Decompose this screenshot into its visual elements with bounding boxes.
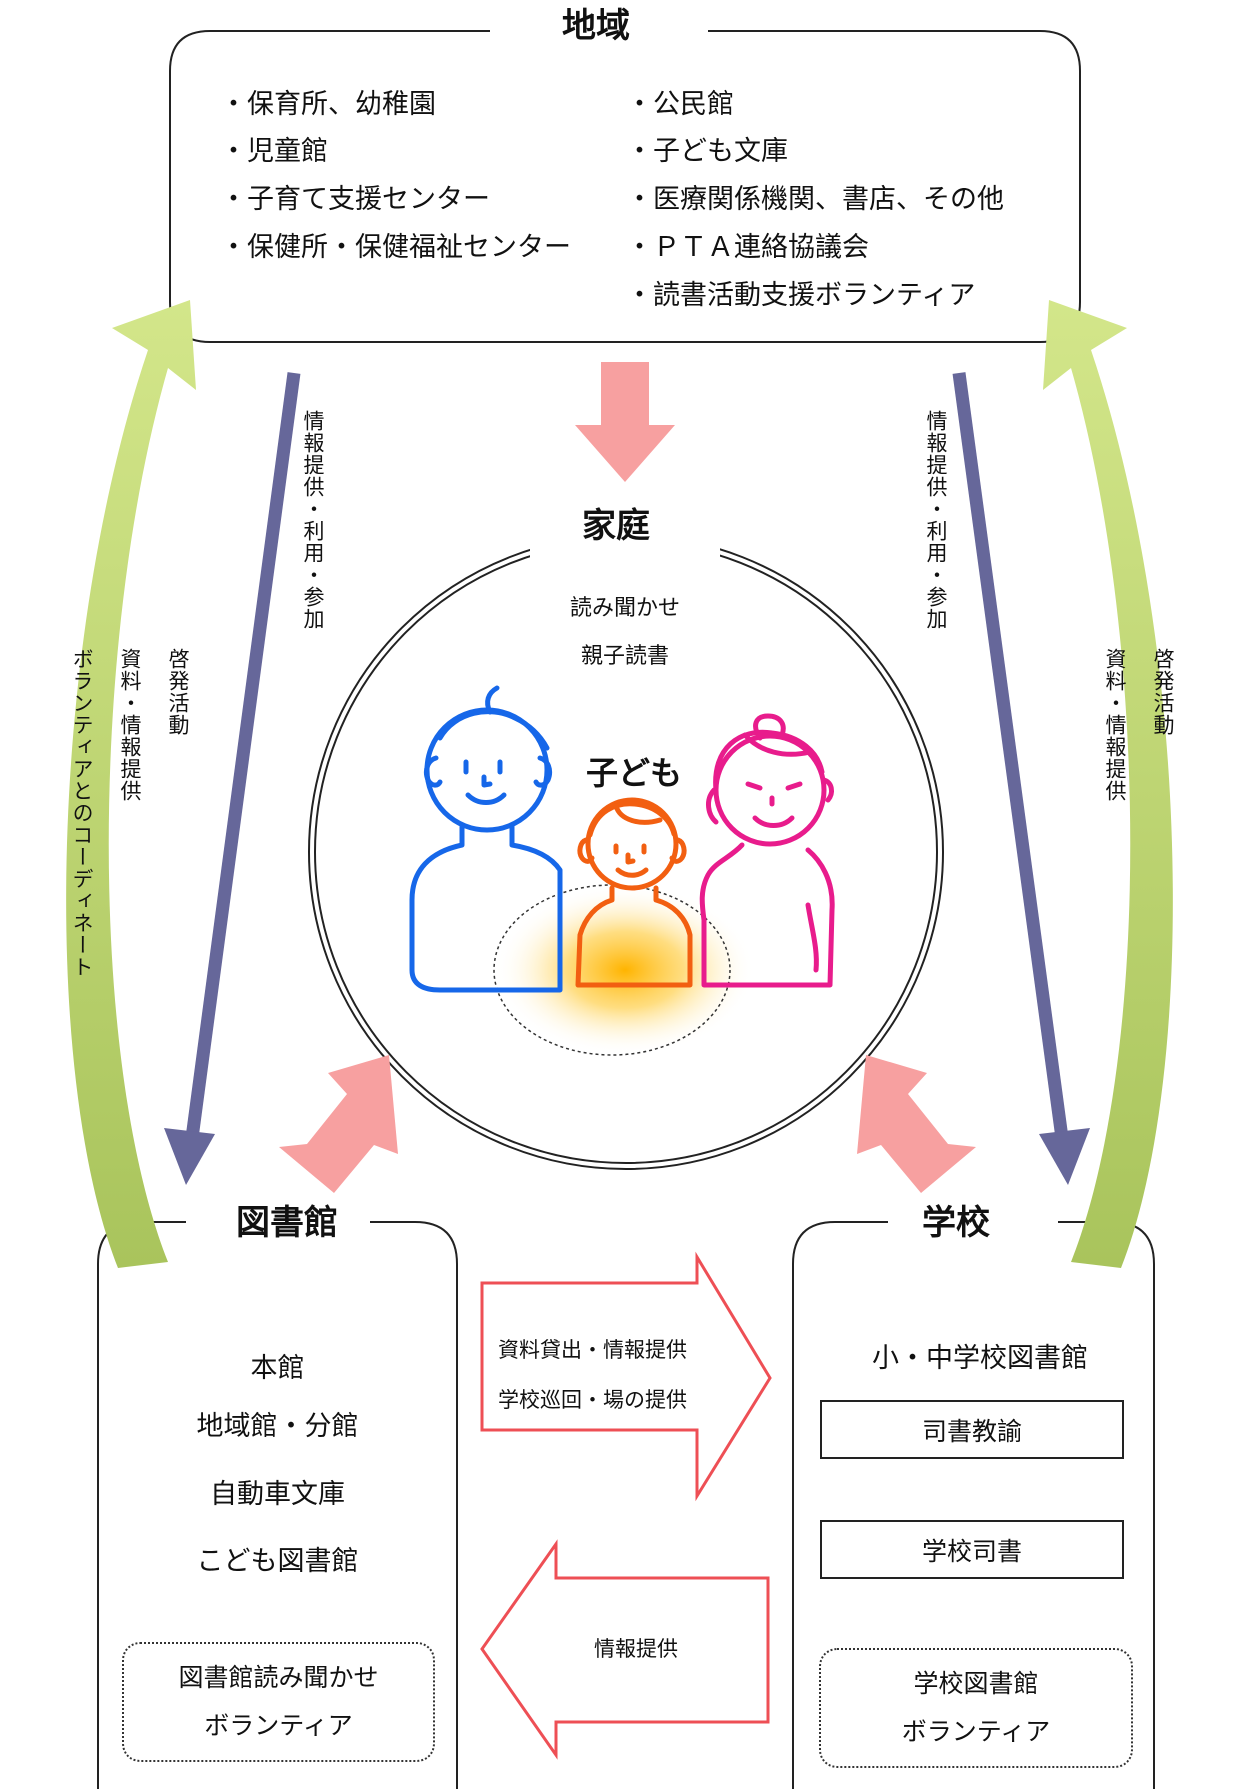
community-left-item-3: ・子育て支援センター: [220, 184, 490, 215]
school-title: 学校: [908, 1203, 1004, 1243]
left-navy-arrowhead: [164, 1128, 215, 1185]
pink-arrow-up-right: [857, 1055, 976, 1193]
home-title-mask: [530, 500, 720, 560]
right-green-arrow: [1043, 300, 1173, 1268]
community-right-item-3: ・医療関係機関、書店、その他: [626, 184, 1004, 215]
child-glow: [495, 885, 755, 1055]
community-left-item-1: ・保育所、幼稚園: [220, 89, 436, 120]
school-libraries: 小・中学校図書館: [872, 1343, 1088, 1374]
right-outer-label-2: 資料・情報提供: [1103, 648, 1127, 802]
teacher-librarian-box: 司書教諭: [820, 1400, 1124, 1459]
community-left-item-2: ・児童館: [220, 136, 328, 167]
library-volunteer-line1: 図書館読み聞かせ: [178, 1663, 379, 1692]
community-left-item-4: ・保健所・保健福祉センター: [220, 232, 571, 263]
lib-to-school-arrow: [480, 1251, 772, 1502]
library-item-2: 地域館・分館: [196, 1411, 359, 1442]
child-label: 子ども: [586, 754, 683, 792]
library-item-4: こども図書館: [196, 1546, 359, 1577]
left-navy-arrow: [185, 372, 301, 1139]
right-info-label: 情報提供・利用・参加: [924, 410, 948, 630]
lib-to-school-text-2: 学校巡回・場の提供: [498, 1388, 687, 1412]
community-right-item-1: ・公民館: [626, 89, 734, 120]
right-navy-arrowhead: [1039, 1128, 1090, 1185]
right-navy-arrow: [952, 372, 1069, 1139]
school-volunteer-box: 学校図書館 ボランティア: [819, 1648, 1133, 1768]
school-to-lib-arrow: [480, 1539, 770, 1760]
community-title: 地域: [548, 6, 644, 46]
left-outer-label-2: 資料・情報提供: [118, 648, 142, 802]
school-to-lib-text: 情報提供: [594, 1637, 678, 1661]
mother-figure: [699, 713, 835, 988]
pink-arrow-down: [575, 362, 675, 482]
community-box: [169, 30, 1081, 343]
school-volunteer-line1: 学校図書館: [913, 1669, 1039, 1698]
left-outer-label-3: ボランティアとのコーディネート: [70, 648, 94, 978]
home-activity-2: 親子読書: [580, 644, 669, 669]
left-info-label: 情報提供・利用・参加: [301, 410, 325, 630]
home-title: 家庭: [582, 506, 650, 546]
left-outer-label-1: 啓発活動: [166, 648, 190, 736]
library-volunteer-line2: ボランティア: [204, 1711, 353, 1740]
pink-arrow-up-left: [279, 1055, 398, 1193]
right-outer-label-1: 啓発活動: [1151, 648, 1175, 736]
lib-to-school-text-1: 資料貸出・情報提供: [498, 1338, 687, 1362]
library-volunteer-box: 図書館読み聞かせ ボランティア: [122, 1642, 435, 1762]
library-title: 図書館: [204, 1203, 370, 1243]
teacher-librarian-label: 司書教諭: [921, 1416, 1022, 1446]
community-right-item-2: ・子ども文庫: [626, 136, 788, 167]
left-green-arrow: [66, 300, 196, 1268]
library-item-3: 自動車文庫: [210, 1479, 345, 1510]
school-librarian-label: 学校司書: [921, 1536, 1022, 1566]
school-librarian-box: 学校司書: [820, 1520, 1124, 1579]
home-activity-1: 読み聞かせ: [569, 596, 680, 621]
community-right-item-5: ・読書活動支援ボランティア: [626, 280, 976, 311]
child-figure: [575, 797, 693, 988]
community-right-item-4: ・ＰＴＡ連絡協議会: [626, 232, 869, 263]
school-volunteer-line2: ボランティア: [901, 1717, 1051, 1746]
father-figure: [409, 685, 563, 993]
library-item-1: 本館: [250, 1353, 305, 1384]
